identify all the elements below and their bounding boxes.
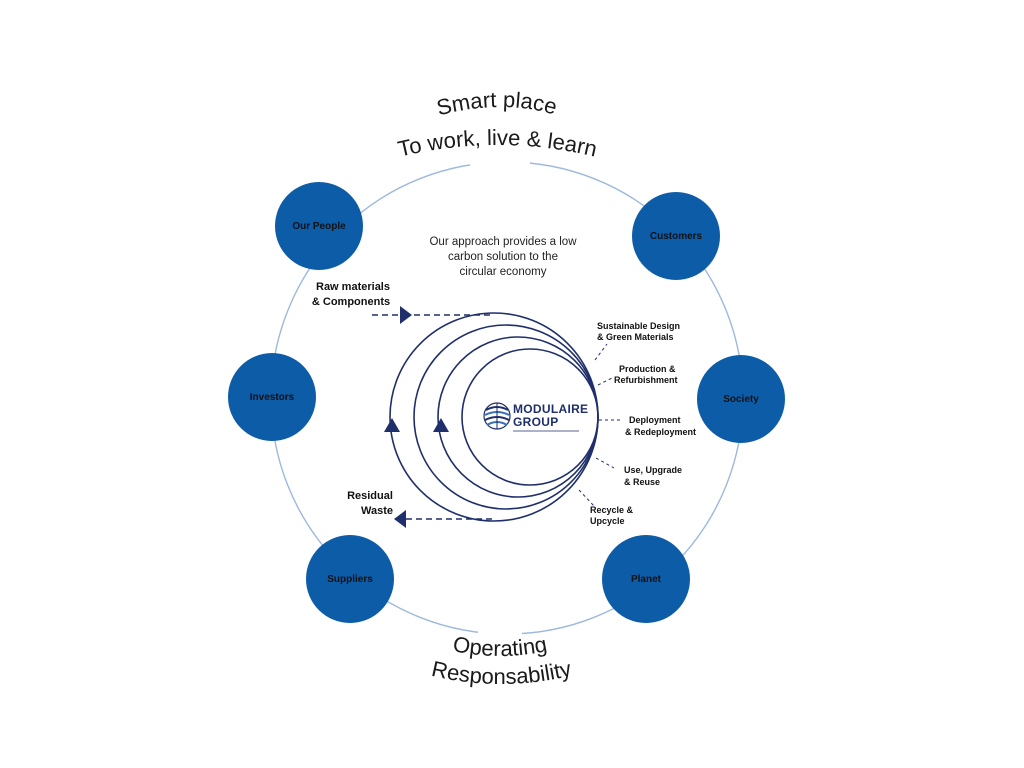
stakeholder-planet: Planet <box>602 535 690 623</box>
bottom-title-line1: Operating <box>451 631 549 661</box>
svg-text:& Redeployment: & Redeployment <box>625 427 696 437</box>
svg-text:Planet: Planet <box>631 574 662 585</box>
input-flow-arrow <box>372 306 494 324</box>
stage-use: Use, Upgrade & Reuse <box>624 465 682 487</box>
top-title-line1: Smart place <box>434 87 560 120</box>
approach-text: Our approach provides a low carbon solut… <box>429 236 577 278</box>
svg-text:Deployment: Deployment <box>629 415 681 425</box>
stakeholder-suppliers: Suppliers <box>306 535 394 623</box>
svg-text:Production &: Production & <box>619 364 676 374</box>
svg-text:carbon solution to the: carbon solution to the <box>448 251 558 263</box>
svg-text:Our People: Our People <box>292 221 346 232</box>
svg-text:Investors: Investors <box>250 392 295 403</box>
svg-text:Society: Society <box>723 394 759 405</box>
svg-text:MODULAIRE: MODULAIRE <box>513 402 588 416</box>
svg-text:Recycle &: Recycle & <box>590 505 634 515</box>
stakeholder-customers: Customers <box>632 192 720 280</box>
svg-text:circular economy: circular economy <box>460 266 547 278</box>
svg-text:Our approach provides a low: Our approach provides a low <box>429 236 577 248</box>
svg-text:Sustainable Design: Sustainable Design <box>597 321 680 331</box>
stakeholder-investors: Investors <box>228 353 316 441</box>
output-flow-arrow <box>394 510 494 528</box>
svg-text:Refurbishment: Refurbishment <box>614 375 678 385</box>
loop-arrow-up-inner <box>433 418 449 432</box>
stage-recycle: Recycle & Upcycle <box>590 505 634 526</box>
circular-loops <box>389 312 599 522</box>
svg-text:& Reuse: & Reuse <box>624 477 660 487</box>
stage-design: Sustainable Design & Green Materials <box>597 321 680 342</box>
globe-icon <box>483 402 511 430</box>
stage-deployment: Deployment & Redeployment <box>625 415 696 437</box>
loop-arrow-up-outer <box>384 418 400 432</box>
stage-production: Production & Refurbishment <box>614 364 678 385</box>
output-label: Residual Waste <box>347 490 393 517</box>
stakeholder-our-people: Our People <box>275 182 363 270</box>
svg-text:& Green Materials: & Green Materials <box>597 332 674 342</box>
loop-inner <box>461 348 599 486</box>
stage-connectors <box>578 343 622 507</box>
modulaire-logo: MODULAIRE GROUP <box>483 402 588 432</box>
svg-text:Raw materials: Raw materials <box>316 281 390 293</box>
svg-text:Residual: Residual <box>347 490 393 502</box>
svg-text:Suppliers: Suppliers <box>327 574 373 585</box>
svg-text:Waste: Waste <box>361 505 393 517</box>
svg-text:GROUP: GROUP <box>513 415 559 429</box>
svg-text:& Components: & Components <box>312 296 390 308</box>
stakeholder-society: Society <box>697 355 785 443</box>
input-label: Raw materials & Components <box>312 281 390 308</box>
svg-text:Customers: Customers <box>650 231 703 242</box>
svg-text:Upcycle: Upcycle <box>590 516 625 526</box>
svg-text:Use, Upgrade: Use, Upgrade <box>624 465 682 475</box>
